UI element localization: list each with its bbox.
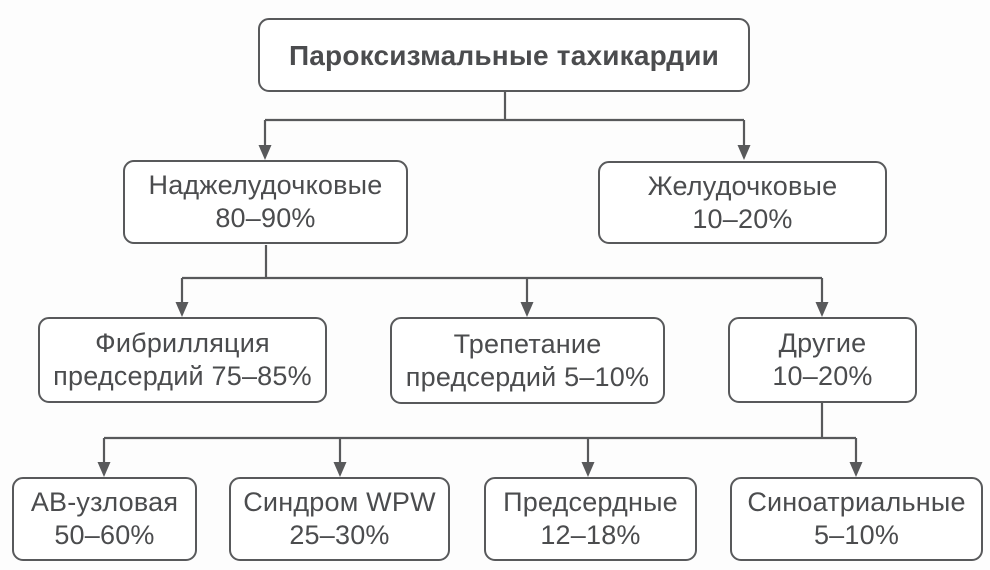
node-av-nodal-value: 50–60%: [54, 520, 155, 550]
node-supraventricular: Наджелудочковые 80–90%: [123, 160, 408, 244]
node-atrial-value: 12–18%: [540, 520, 641, 550]
edge-group-supraventricular: [180, 245, 824, 304]
node-sinoatrial: Синоатриальные 5–10%: [730, 477, 983, 561]
node-av-nodal: АВ-узловая 50–60%: [12, 477, 197, 561]
node-other-label: Другие: [778, 328, 867, 358]
node-wpw-syndrome: Синдром WPW 25–30%: [229, 477, 450, 561]
node-atrial-fibrillation-value: предсердий 75–85%: [53, 361, 312, 391]
node-root-label: Пароксизмальные тахикардии: [288, 39, 720, 71]
node-other-value: 10–20%: [772, 361, 873, 391]
node-atrial-flutter: Трепетание предсердий 5–10%: [390, 317, 665, 404]
edge-arrowheads-supraventricular: [175, 302, 829, 317]
node-ventricular-label: Желудочковые: [647, 170, 838, 201]
node-wpw-syndrome-label: Синдром WPW: [243, 487, 436, 517]
node-atrial-flutter-value: предсердий 5–10%: [405, 361, 650, 392]
node-supraventricular-label: Наджелудочковые: [148, 170, 383, 200]
node-ventricular: Желудочковые 10–20%: [598, 161, 887, 244]
node-atrial-fibrillation-label: Фибрилляция: [95, 328, 270, 358]
node-supraventricular-value: 80–90%: [215, 203, 316, 233]
node-atrial-flutter-label: Трепетание: [453, 328, 602, 359]
node-root: Пароксизмальные тахикардии: [258, 18, 750, 92]
node-sinoatrial-value: 5–10%: [813, 520, 900, 550]
node-atrial: Предсердные 12–18%: [484, 477, 697, 561]
node-wpw-syndrome-value: 25–30%: [289, 520, 390, 550]
edge-group-root: [263, 92, 746, 147]
node-sinoatrial-label: Синоатриальные: [747, 487, 966, 517]
node-ventricular-value: 10–20%: [692, 203, 793, 234]
node-atrial-label: Предсердные: [503, 487, 678, 517]
node-atrial-fibrillation: Фибрилляция предсердий 75–85%: [38, 317, 327, 403]
edge-arrowheads-root: [258, 145, 751, 160]
node-other: Другие 10–20%: [728, 317, 917, 403]
node-av-nodal-label: АВ-узловая: [30, 487, 179, 517]
edge-group-other: [102, 403, 858, 464]
edge-arrowheads-other: [97, 462, 863, 477]
